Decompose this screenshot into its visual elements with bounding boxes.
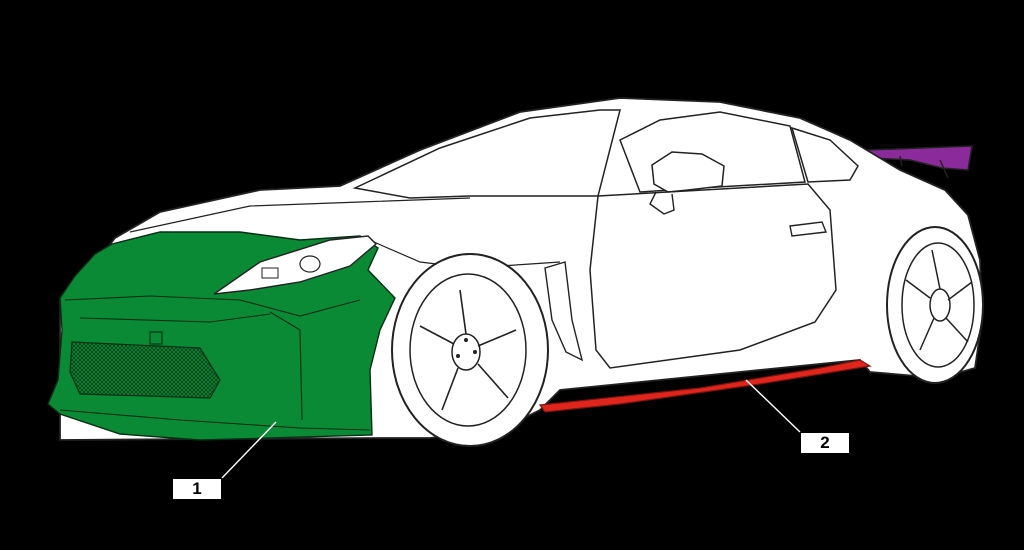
front-wheel	[391, 253, 549, 447]
rear-wheel	[886, 226, 984, 384]
leader-line-1	[221, 421, 277, 479]
callout-label-2[interactable]: 2	[800, 432, 850, 454]
front-bumper-part[interactable]	[47, 231, 396, 441]
side-skirt-part[interactable]	[538, 359, 872, 413]
callout-label-1[interactable]: 1	[172, 478, 222, 500]
leader-line-2	[745, 379, 801, 433]
